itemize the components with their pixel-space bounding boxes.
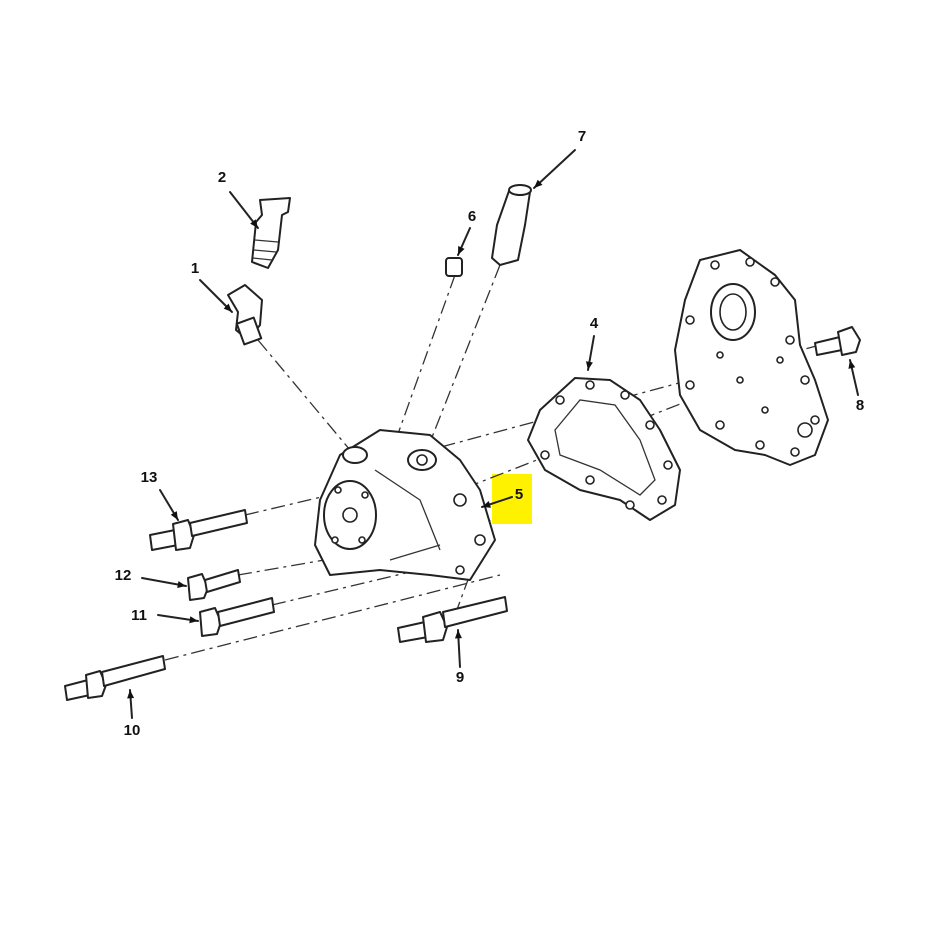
plug [445, 257, 463, 277]
callout-highlight [492, 474, 532, 524]
callout-12: 12 [115, 567, 187, 588]
callout-number: 12 [115, 567, 132, 584]
callout-9: 9 [454, 629, 464, 686]
callout-number: 10 [124, 722, 141, 739]
leader-arrow [533, 149, 576, 189]
callout-13: 13 [141, 469, 179, 521]
callout-number: 9 [456, 669, 464, 686]
arrowhead-icon [223, 303, 232, 312]
callout-number: 1 [191, 260, 199, 277]
callout-7: 7 [533, 128, 586, 189]
bolt-8 [814, 326, 861, 356]
arrowhead-icon [482, 501, 491, 508]
bolt-12 [187, 569, 241, 601]
water-pump-body [314, 429, 496, 581]
callout-number: 13 [141, 469, 158, 486]
tube-fitting [491, 184, 532, 266]
callout-number: 7 [578, 128, 586, 145]
callout-11: 11 [131, 607, 199, 624]
callout-5: 5 [481, 486, 523, 508]
callout-number: 6 [468, 208, 476, 225]
callout-4: 4 [585, 315, 599, 371]
arrowhead-icon [250, 219, 258, 228]
bolt-11 [199, 597, 275, 637]
arrowhead-icon [458, 246, 465, 255]
callout-number: 2 [218, 169, 226, 186]
callout-number: 4 [590, 315, 599, 332]
cover-plate [674, 249, 829, 466]
callout-10: 10 [124, 689, 141, 739]
callout-6: 6 [457, 208, 476, 256]
gasket [527, 377, 681, 521]
arrowhead-icon [454, 630, 462, 639]
arrowhead-icon [534, 179, 543, 188]
callout-2: 2 [218, 169, 259, 229]
callout-number: 11 [131, 607, 147, 624]
arrowhead-icon [177, 581, 186, 588]
stud-10 [64, 655, 166, 701]
callout-number: 5 [515, 486, 523, 503]
arrowhead-icon [170, 511, 178, 520]
arrowhead-icon [585, 361, 593, 370]
callout-1: 1 [191, 260, 233, 313]
elbow-fitting [227, 284, 263, 346]
stud-13 [149, 509, 248, 551]
arrowhead-icon [127, 690, 135, 699]
arrowhead-icon [189, 616, 198, 624]
stud-9 [397, 596, 508, 643]
callout-8: 8 [848, 359, 864, 414]
connector-fitting [251, 197, 291, 269]
arrowhead-icon [848, 360, 856, 369]
callout-number: 8 [856, 397, 864, 414]
